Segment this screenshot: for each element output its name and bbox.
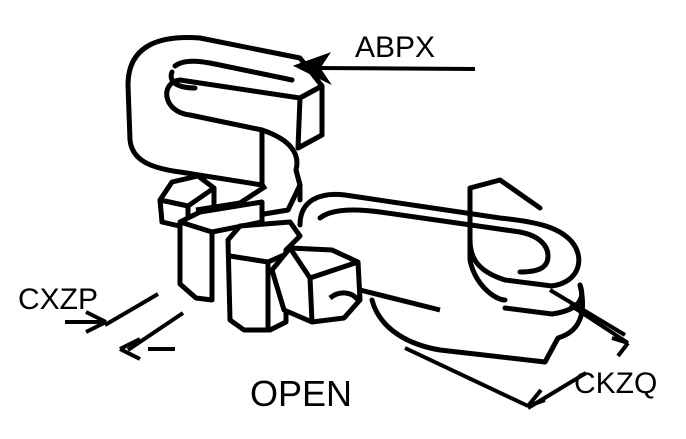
left-plate: [177, 183, 268, 303]
label-abpx: ABPX: [355, 31, 435, 64]
right-nut: [269, 245, 363, 325]
gap-dimension-arrows: [65, 292, 185, 361]
label-cxzp: CXZP: [18, 283, 98, 316]
leader-abpx: [292, 52, 476, 86]
length-dimension-arrows: [404, 288, 630, 410]
upper-hook-clamp: [125, 35, 325, 221]
label-ckzq: CKZQ: [574, 367, 657, 400]
bolt-shaft: [359, 287, 441, 313]
label-open: OPEN: [250, 373, 352, 414]
